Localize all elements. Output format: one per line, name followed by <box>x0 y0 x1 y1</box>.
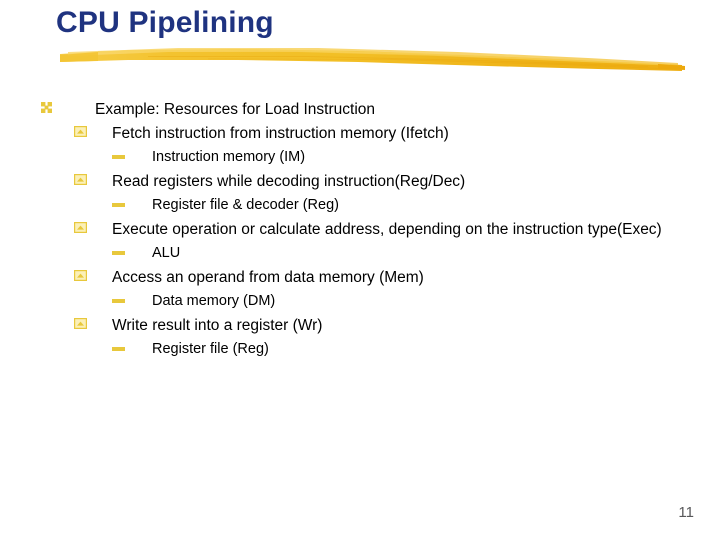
list-item-label: Access an operand from data memory (Mem) <box>112 269 424 286</box>
box-chevron-bullet-icon <box>74 270 87 281</box>
dash-icon <box>112 155 125 159</box>
brush-stroke-icon <box>60 48 685 71</box>
list-item: Read registers while decoding instructio… <box>0 170 720 194</box>
list-item-label: Read registers while decoding instructio… <box>112 173 466 190</box>
list-item-label: Register file & decoder (Reg) <box>152 197 339 213</box>
dash-bullet-icon <box>112 245 125 255</box>
list-item-label: Example: Resources for Load Instruction <box>95 101 375 118</box>
list-item-label: Register file (Reg) <box>152 341 269 357</box>
box-chevron-icon <box>74 270 87 281</box>
dash-icon <box>112 251 125 255</box>
dash-bullet-icon <box>112 341 125 351</box>
list-item-label: Instruction memory (IM) <box>152 149 306 165</box>
list-item: Execute operation or calculate address, … <box>0 218 720 242</box>
bullet-list: Example: Resources for Load Instruction … <box>0 98 720 362</box>
list-item: Register file (Reg) <box>0 338 720 362</box>
list-item: ALU <box>0 242 720 266</box>
list-item: Fetch instruction from instruction memor… <box>0 122 720 146</box>
dash-icon <box>112 347 125 351</box>
box-chevron-icon <box>74 126 87 137</box>
list-item-label: Data memory (DM) <box>152 293 276 309</box>
list-item-label: Execute operation or calculate address, … <box>112 221 662 238</box>
box-chevron-bullet-icon <box>74 174 87 185</box>
clover-bullet-icon <box>41 102 52 113</box>
list-item: Access an operand from data memory (Mem) <box>0 266 720 290</box>
dash-bullet-icon <box>112 197 125 207</box>
box-chevron-bullet-icon <box>74 222 87 233</box>
page-number: 11 <box>678 504 694 521</box>
box-chevron-icon <box>74 174 87 185</box>
clover-icon <box>41 102 52 113</box>
list-item: Write result into a register (Wr) <box>0 314 720 338</box>
dash-bullet-icon <box>112 149 125 159</box>
dash-icon <box>112 203 125 207</box>
list-item-label: Fetch instruction from instruction memor… <box>112 125 449 142</box>
box-chevron-bullet-icon <box>74 318 87 329</box>
list-item: Instruction memory (IM) <box>0 146 720 170</box>
list-item-label: Write result into a register (Wr) <box>112 317 323 334</box>
dash-icon <box>112 299 125 303</box>
box-chevron-bullet-icon <box>74 126 87 137</box>
box-chevron-icon <box>74 222 87 233</box>
page-title: CPU Pipelining <box>56 6 274 39</box>
list-item: Register file & decoder (Reg) <box>0 194 720 218</box>
list-item: Data memory (DM) <box>0 290 720 314</box>
brush-stroke-decoration <box>58 40 686 78</box>
dash-bullet-icon <box>112 293 125 303</box>
box-chevron-icon <box>74 318 87 329</box>
list-item-label: ALU <box>152 245 181 261</box>
list-item: Example: Resources for Load Instruction <box>0 98 720 122</box>
